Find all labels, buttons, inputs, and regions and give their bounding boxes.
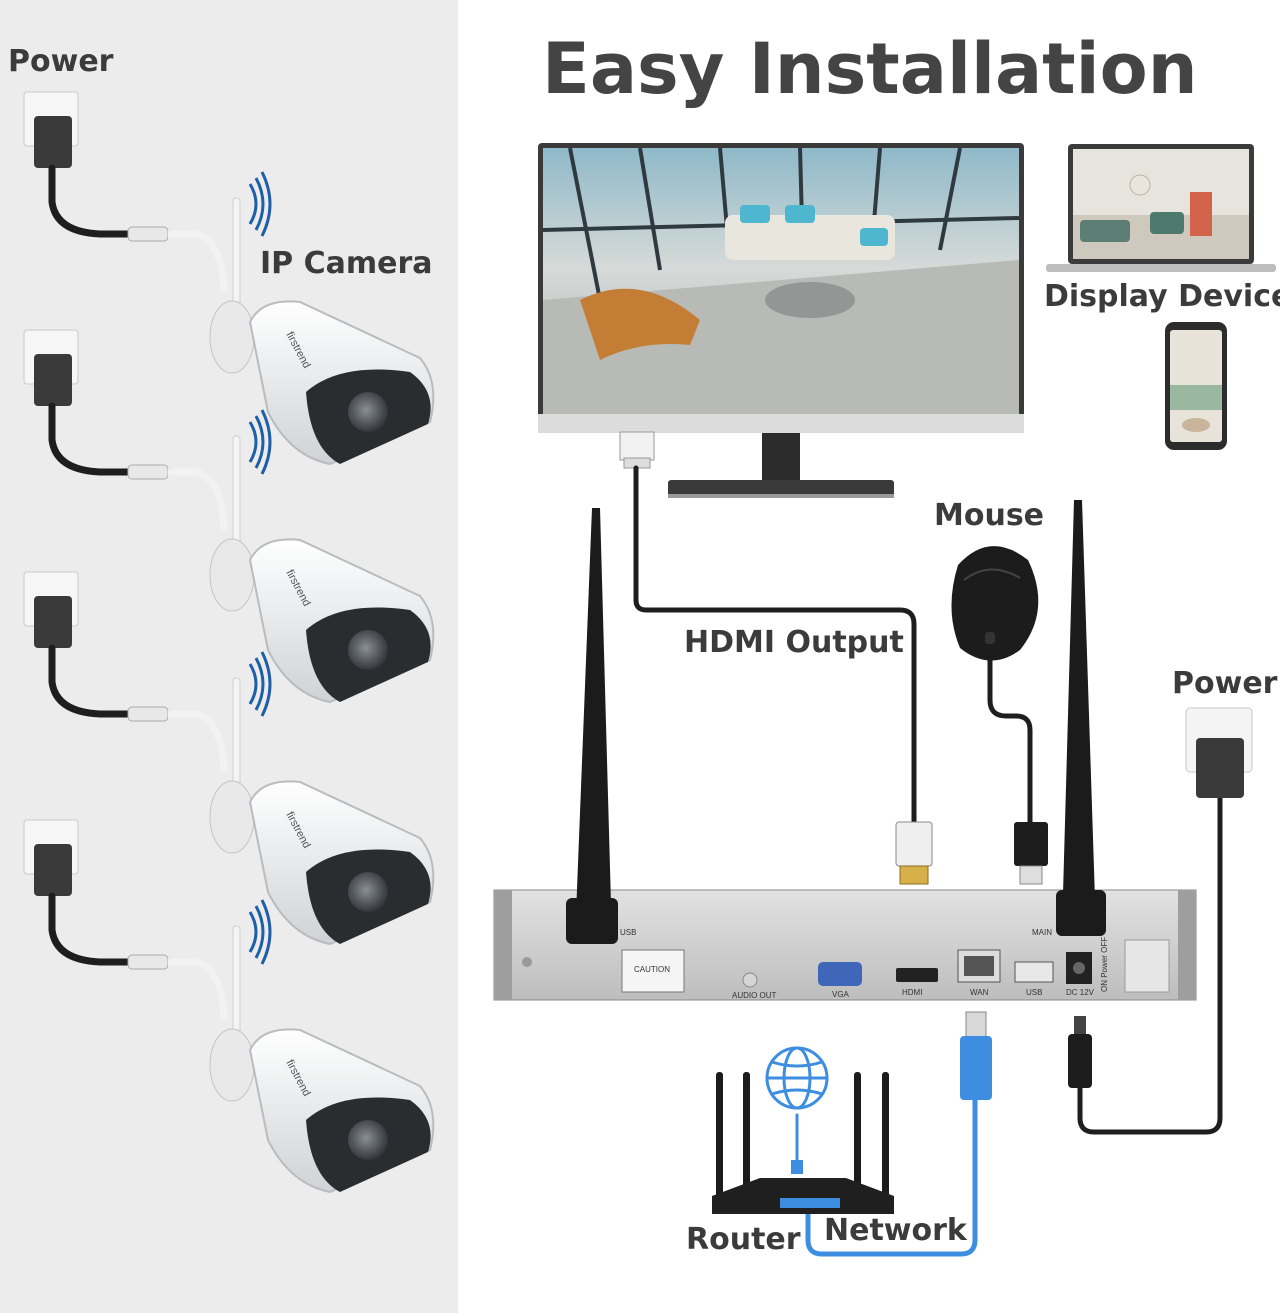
wifi-signal-icon — [248, 663, 258, 705]
power-adapter — [34, 354, 72, 406]
port-label-vga: VGA — [832, 990, 849, 999]
antenna-left — [575, 508, 612, 940]
port-label-wan: WAN — [970, 988, 989, 997]
laptop — [1046, 144, 1276, 272]
port-label-audio-out: AUDIO OUT — [732, 991, 777, 1000]
wifi-signal-icon — [248, 421, 258, 463]
power-adapter-right — [1185, 707, 1253, 798]
smartphone — [1165, 322, 1227, 450]
wifi-signal-icon — [248, 911, 258, 953]
antenna-right — [1062, 500, 1096, 930]
caution-label: CAUTION — [634, 965, 670, 974]
port-label-main: MAIN — [1032, 928, 1052, 937]
label-router: Router — [686, 1222, 801, 1257]
camera-unit: firstrend — [23, 91, 435, 466]
wifi-signal-icon — [260, 651, 272, 717]
camera-lens — [348, 630, 388, 670]
camera-lens — [348, 872, 388, 912]
wifi-signal-icon — [254, 905, 265, 959]
monitor — [538, 143, 1024, 498]
port-label-usb: USB — [1026, 988, 1043, 997]
dc-plug — [1068, 1016, 1092, 1088]
label-network: Network — [824, 1213, 967, 1248]
label-mouse: Mouse — [934, 498, 1045, 533]
wifi-signal-icon — [260, 409, 272, 475]
wifi-signal-icon — [248, 183, 258, 225]
camera-lens — [348, 1120, 388, 1160]
port-label-hdmi: HDMI — [902, 988, 923, 997]
camera-unit: firstrend — [23, 571, 435, 946]
usb-plug — [1014, 822, 1048, 885]
wifi-signal-icon — [254, 657, 265, 711]
label-display-device: Display Device — [1044, 279, 1280, 314]
power-adapter — [34, 596, 72, 648]
camera-unit: firstrend — [23, 819, 435, 1194]
router-ethernet-plug — [791, 1160, 803, 1174]
router-device — [712, 1072, 894, 1214]
wifi-signal-icon — [254, 415, 265, 469]
internet-globe-icon — [765, 1046, 829, 1110]
port-label-dc: DC 12V — [1066, 988, 1095, 997]
label-power-left: Power — [8, 44, 114, 79]
label-power-right: Power — [1172, 666, 1278, 701]
port-label-usb-top: USB — [620, 928, 637, 937]
cables — [633, 465, 1223, 1257]
page-title: Easy Installation — [542, 28, 1198, 110]
ethernet-plug — [960, 1011, 992, 1100]
wifi-signal-icon — [254, 177, 265, 231]
mouse-device — [951, 546, 1039, 661]
power-adapter — [34, 116, 72, 168]
wifi-signal-icon — [260, 899, 272, 965]
power-adapter — [34, 844, 72, 896]
hdmi-plug — [895, 821, 933, 885]
camera-unit: firstrend — [23, 329, 435, 704]
nvr-recorder — [493, 500, 1197, 1001]
label-ip-camera: IP Camera — [260, 246, 433, 281]
power-switch-label: ON Power OFF — [1100, 936, 1109, 992]
camera-lens — [348, 392, 388, 432]
wifi-signal-icon — [260, 171, 272, 237]
label-hdmi-output: HDMI Output — [684, 625, 904, 660]
